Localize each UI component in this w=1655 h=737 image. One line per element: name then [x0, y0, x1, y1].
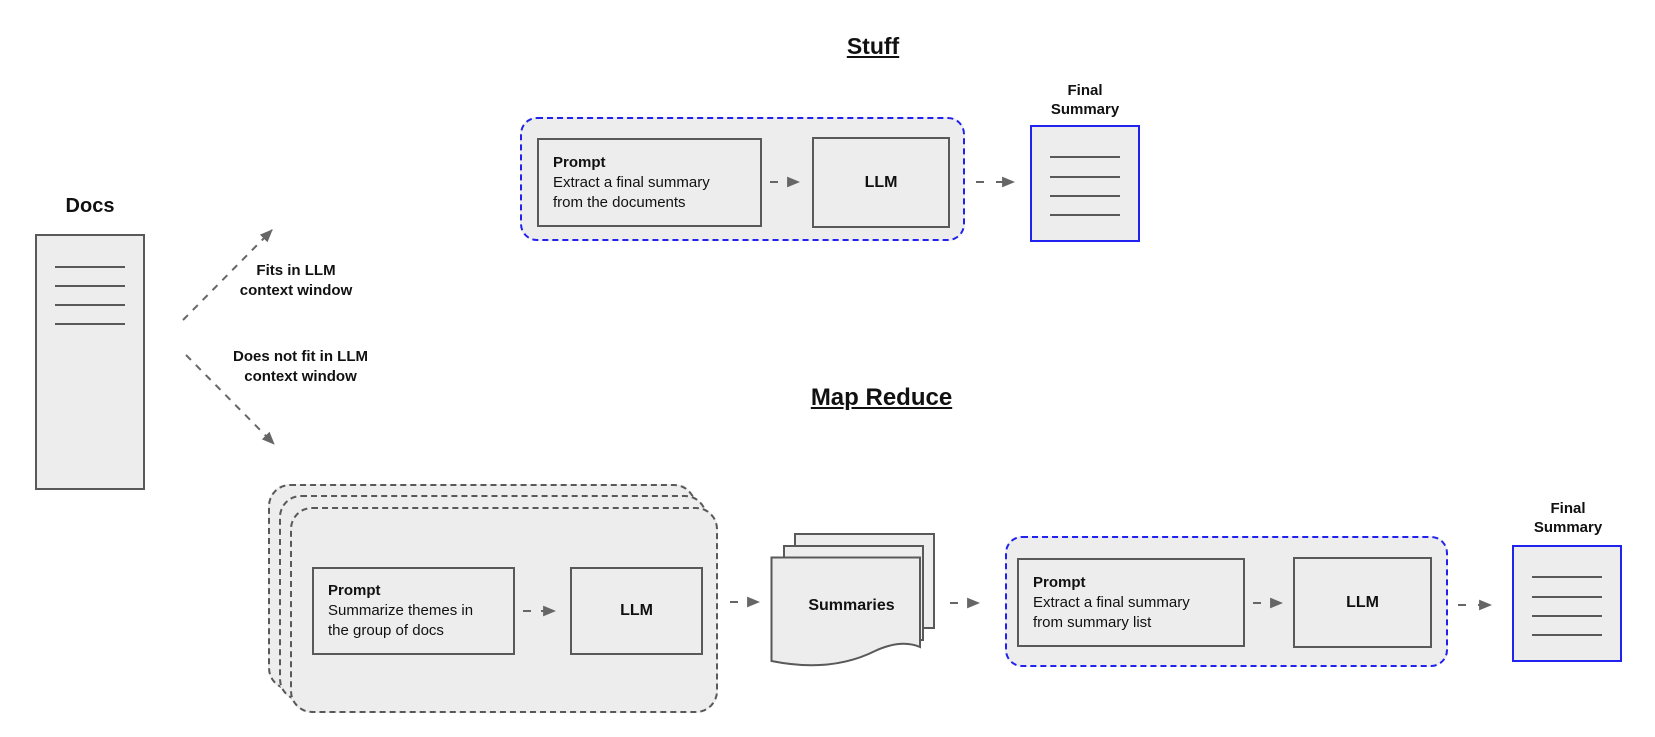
doc-text-line: [55, 266, 125, 268]
map-prompt-box: Prompt Summarize themes in the group of …: [312, 567, 515, 655]
stuff-final-summary-doc: [1030, 125, 1140, 242]
fits-in-context-label: Fits in LLM context window: [239, 262, 353, 299]
stuff-prompt-body: Extract a final summary from the documen…: [553, 173, 710, 211]
docs-label: Docs: [65, 195, 115, 217]
stuff-prompt-box: Prompt Extract a final summary from the …: [537, 138, 762, 227]
stuff-title: Stuff: [846, 33, 900, 59]
map-prompt-title: Prompt: [328, 582, 381, 599]
map-final-summary-label: Final Summary: [1533, 500, 1603, 536]
reduce-prompt-box: Prompt Extract a final summary from summ…: [1017, 558, 1245, 647]
does-not-fit-label: Does not fit in LLM context window: [233, 348, 368, 385]
doc-text-line: [1532, 596, 1602, 598]
map-prompt-body: Summarize themes in the group of docs: [328, 602, 474, 639]
map-final-summary-doc: [1512, 545, 1622, 662]
doc-text-line: [1050, 156, 1120, 158]
stuff-llm-box: LLM: [812, 137, 950, 228]
doc-text-line: [1532, 615, 1602, 617]
doc-text-line: [1050, 195, 1120, 197]
stuff-final-summary-label: Final Summary: [1050, 82, 1120, 118]
docs-document: [35, 234, 145, 490]
doc-text-line: [55, 285, 125, 287]
map-reduce-title: Map Reduce: [810, 384, 953, 411]
reduce-prompt-body: Extract a final summary from summary lis…: [1033, 593, 1190, 631]
doc-text-line: [55, 304, 125, 306]
doc-text-line: [55, 323, 125, 325]
summaries-doc-shape: [770, 556, 921, 667]
reduce-llm-box: LLM: [1293, 557, 1432, 648]
reduce-prompt-title: Prompt: [1033, 573, 1086, 591]
map-llm-box: LLM: [570, 567, 703, 655]
doc-text-line: [1532, 576, 1602, 578]
stuff-prompt-title: Prompt: [553, 153, 606, 171]
doc-text-line: [1050, 214, 1120, 216]
doc-text-line: [1050, 176, 1120, 178]
doc-text-line: [1532, 634, 1602, 636]
summaries-label: Summaries: [808, 597, 895, 614]
summaries-doc-front: [770, 556, 921, 667]
